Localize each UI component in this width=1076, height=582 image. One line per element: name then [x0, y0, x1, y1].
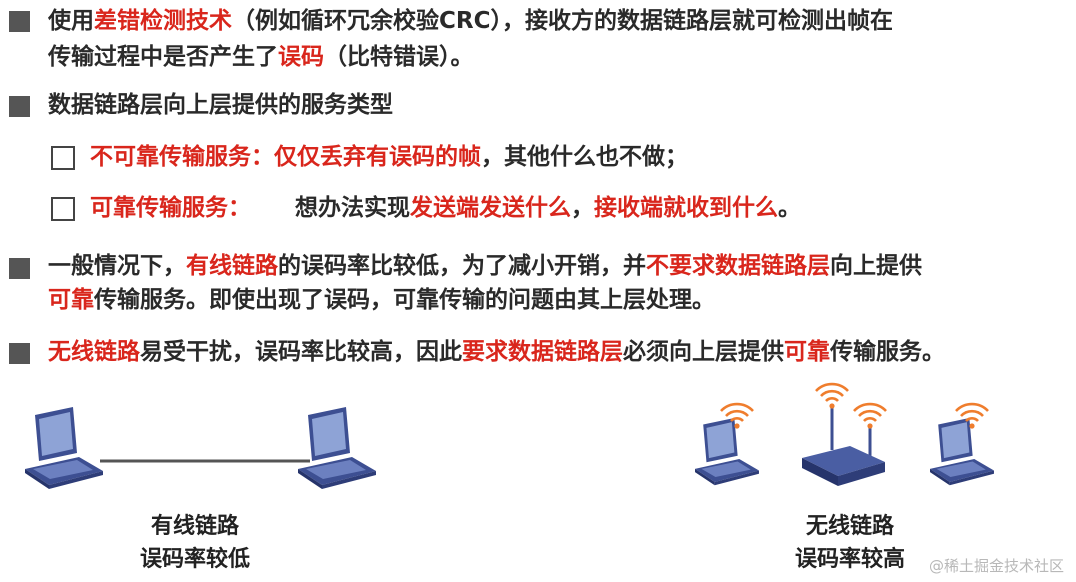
- bullet-square: [9, 96, 30, 117]
- watermark: @稀土掘金技术社区: [928, 557, 1064, 575]
- paragraph-wired-line2: 可靠传输服务。即使出现了误码，可靠传输的问题由其上层处理。: [48, 287, 715, 313]
- bullet-square: [9, 258, 30, 279]
- checkbox-reliable: [51, 197, 75, 221]
- wired-caption: 有线链路 误码率较低: [139, 514, 250, 572]
- bullet-square: [9, 11, 30, 32]
- laptop-icon: [930, 418, 994, 486]
- heading-service-types: 数据链路层向上层提供的服务类型: [48, 92, 393, 118]
- option-reliable-service: 可靠传输服务：想办法实现发送端发送什么，接收端就收到什么。: [90, 195, 801, 221]
- paragraph-wireless: 无线链路易受干扰，误码率比较高，因此要求数据链路层必须向上层提供可靠传输服务。: [48, 339, 945, 365]
- wifi-icon: [852, 402, 888, 430]
- bullet-square: [9, 343, 30, 364]
- wired-link-diagram: [25, 407, 376, 489]
- wifi-icon: [814, 382, 850, 410]
- laptop-icon: [695, 418, 759, 486]
- highlight-bit-error: 误码: [278, 44, 324, 70]
- wireless-link-diagram: [695, 382, 994, 486]
- paragraph-wired-line1: 一般情况下，有线链路的误码率比较低，为了减小开销，并不要求数据链路层向上提供: [48, 253, 922, 279]
- laptop-icon: [298, 407, 376, 489]
- paragraph-error-detection-line2: 传输过程中是否产生了误码（比特错误）。: [48, 44, 474, 70]
- laptop-icon: [25, 407, 103, 489]
- highlight-error-detection: 差错检测技术: [94, 8, 232, 34]
- checkbox-unreliable: [51, 146, 75, 170]
- router-icon: [802, 408, 885, 486]
- option-unreliable-service: 不可靠传输服务：仅仅丢弃有误码的帧，其他什么也不做；: [90, 144, 688, 170]
- paragraph-error-detection-line1: 使用差错检测技术（例如循环冗余校验CRC），接收方的数据链路层就可检测出帧在: [48, 8, 893, 34]
- wireless-caption: 无线链路 误码率较高: [794, 514, 905, 572]
